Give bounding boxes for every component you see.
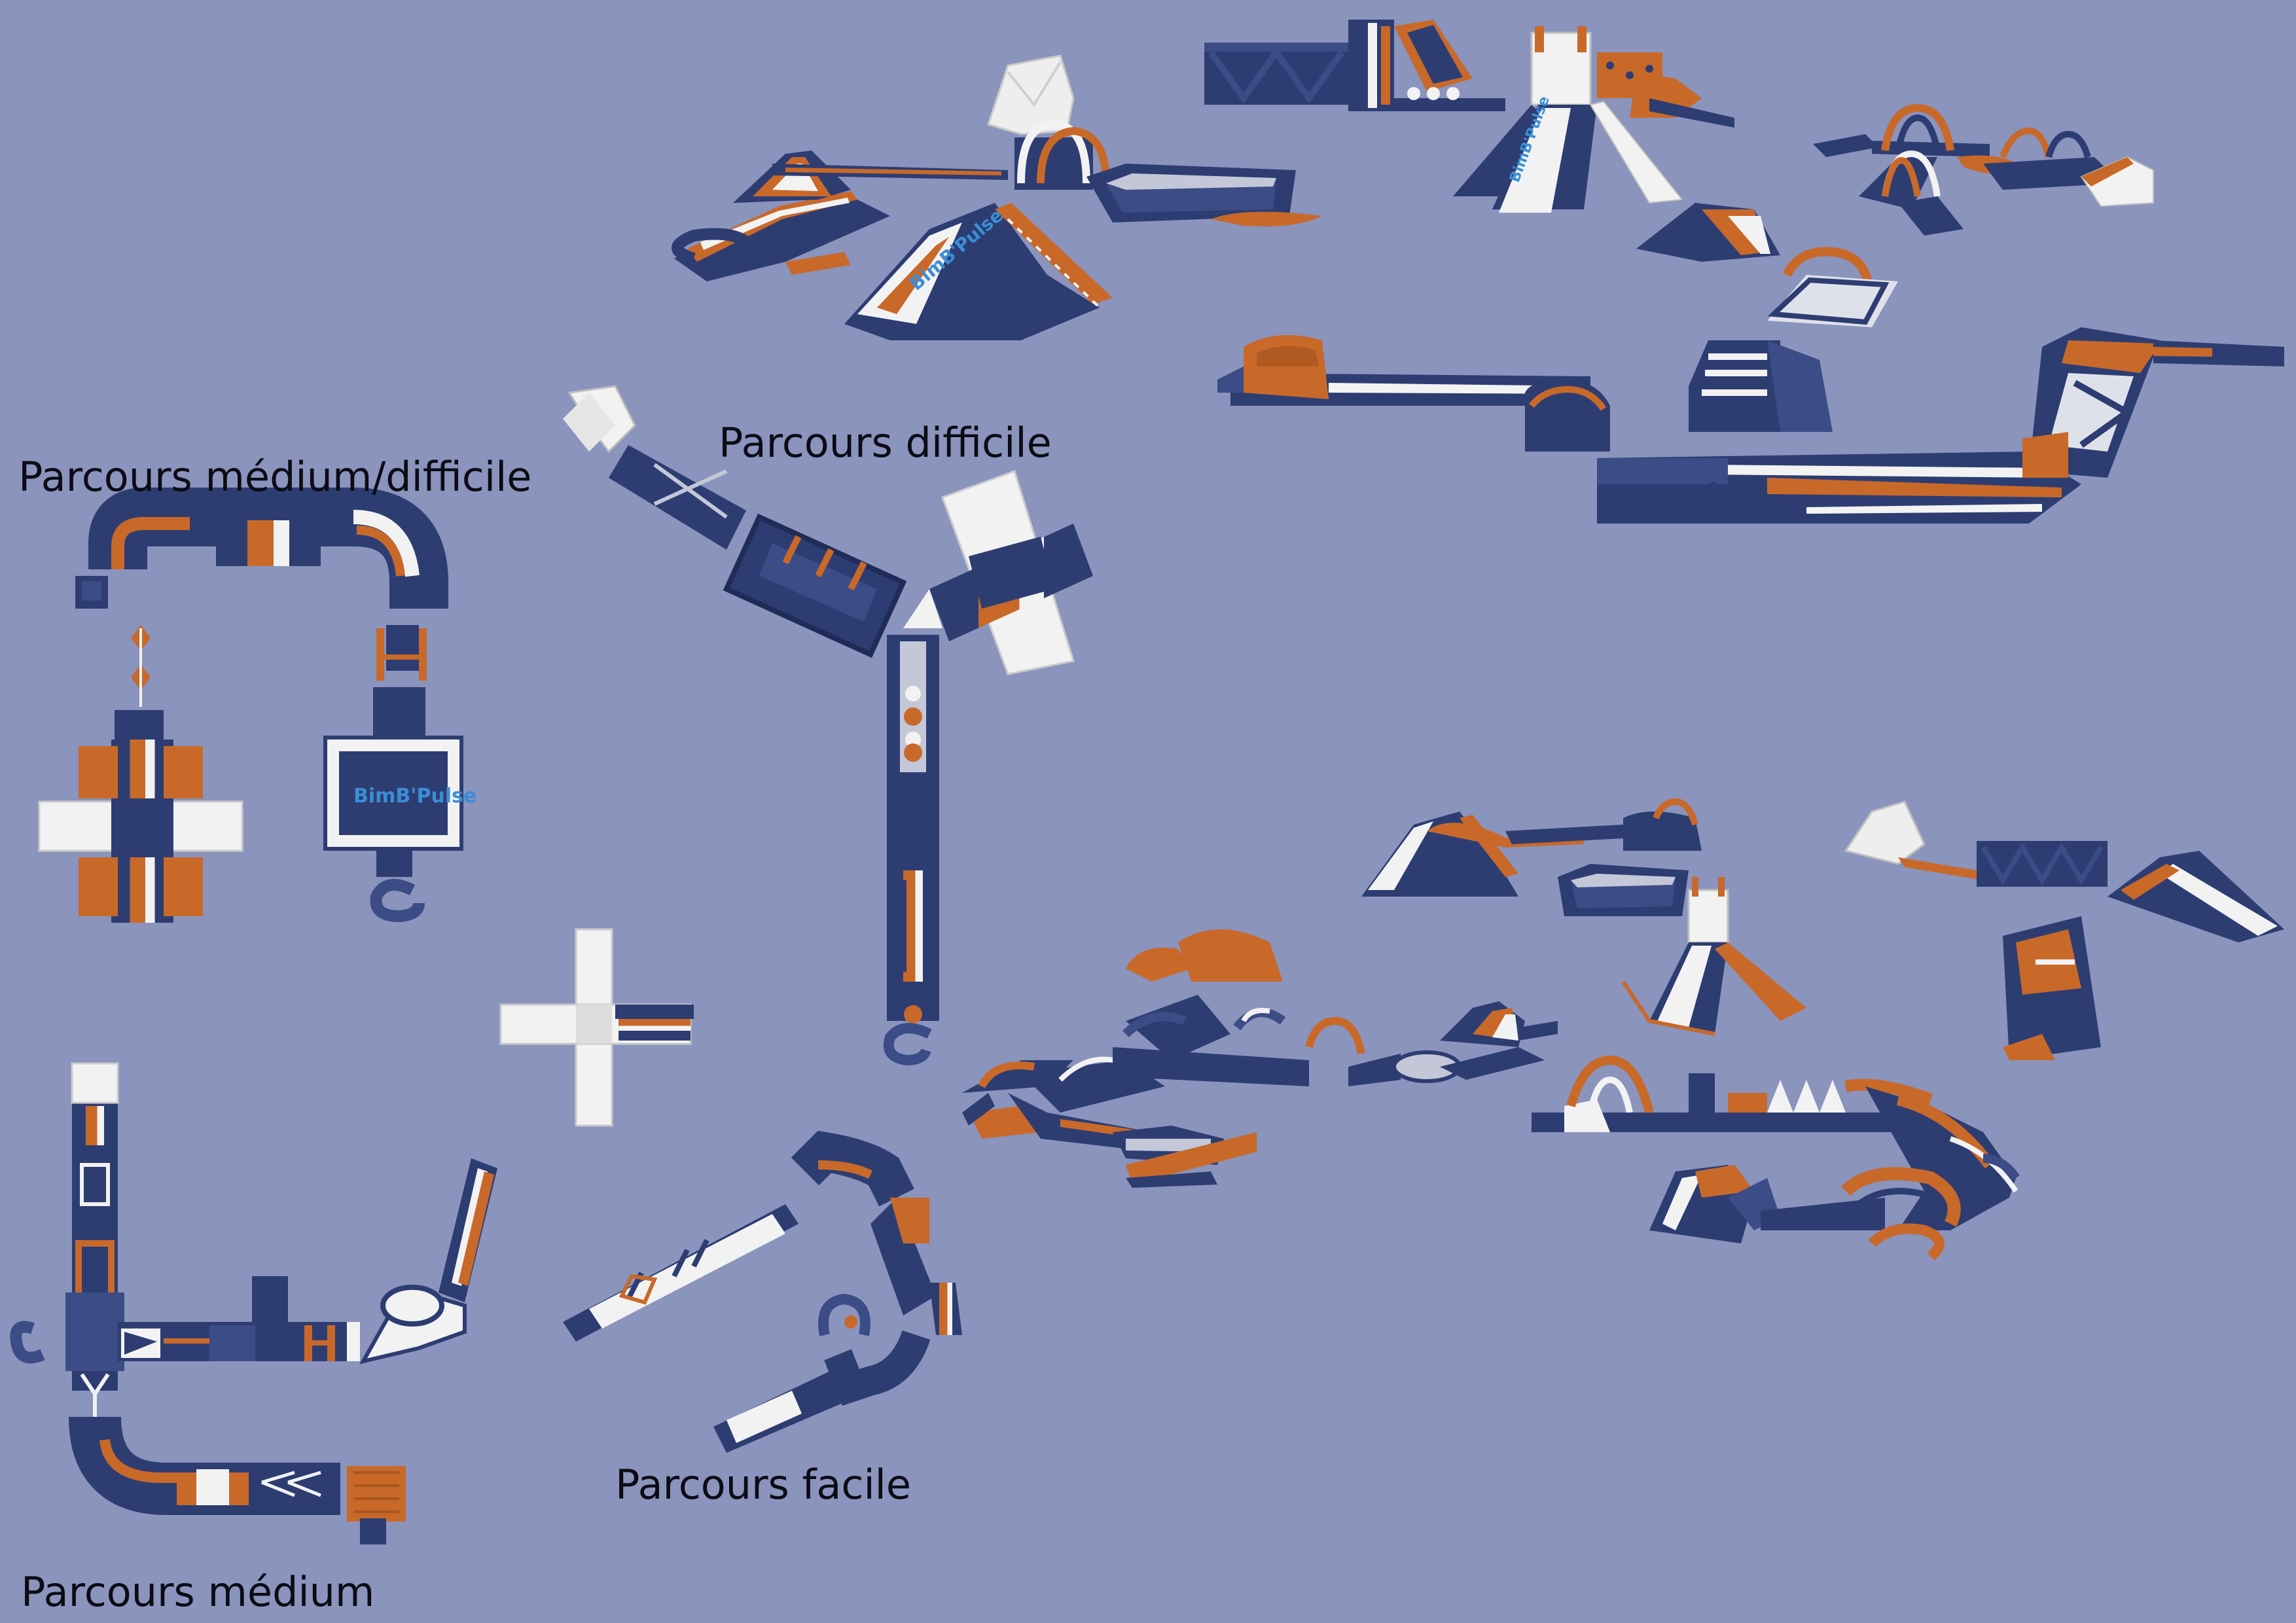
park-3d-mid-right [1217,203,2284,524]
center-cross-module [499,928,694,1127]
label-parcours-medium: Parcours médium [21,1568,375,1616]
park-3d-bottom-center [1361,798,1806,1036]
label-parcours-difficile: Parcours difficile [719,419,1052,467]
park-3d-bottom-long [962,929,2020,1261]
label-parcours-medium-difficile: Parcours médium/difficile [18,453,532,501]
pool-brand-logo: BimB'Pulse [353,785,476,808]
course-medium-plan [10,1062,497,1544]
park-3d-top-left: BimB'Pulse [672,54,1322,340]
park-3d-top-center: BimB'Pulse [1204,20,1734,213]
label-parcours-facile: Parcours facile [615,1461,912,1508]
course-medium-difficile-plan: BimB'Pulse [38,488,476,923]
course-facile-plan [563,1130,962,1453]
park-3d-top-right [1813,103,2154,236]
course-difficile-plan [563,385,1093,1066]
park-3d-bottom-right [1844,800,2284,1060]
